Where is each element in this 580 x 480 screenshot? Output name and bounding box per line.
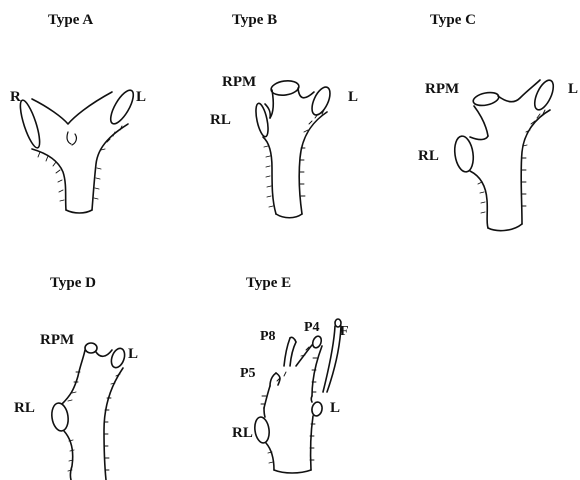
type-a-vein-shape (17, 87, 138, 213)
type-c-label-rl: RL (418, 148, 439, 164)
panel-type-e: Type E P8 P4 F P5 RL L (232, 275, 349, 473)
type-c-label-rpm: RPM (425, 81, 459, 97)
type-d-title: Type D (50, 275, 96, 291)
type-b-vein-shape (254, 79, 334, 218)
type-b-label-rl: RL (210, 112, 231, 128)
type-a-label-l: L (136, 89, 146, 105)
type-a-label-r: R (10, 89, 21, 105)
type-e-label-p4: P4 (304, 320, 320, 335)
panel-type-c: Type C RPM RL L (418, 12, 578, 231)
panel-type-d: Type D RPM RL L (14, 275, 138, 480)
type-b-title: Type B (232, 12, 277, 28)
type-d-label-rpm: RPM (40, 332, 74, 348)
type-e-label-p8: P8 (260, 329, 276, 344)
type-d-label-l: L (128, 346, 138, 362)
type-e-label-rl: RL (232, 425, 253, 441)
type-d-vein-shape (50, 343, 127, 480)
type-c-title: Type C (430, 12, 476, 28)
type-b-label-l: L (348, 89, 358, 105)
type-c-vein-shape (453, 78, 558, 231)
type-e-title: Type E (246, 275, 291, 291)
type-c-label-l: L (568, 81, 578, 97)
type-b-label-rpm: RPM (222, 74, 256, 90)
type-d-label-rl: RL (14, 400, 35, 416)
panel-type-b: Type B RPM RL L (210, 12, 358, 218)
type-e-label-l: L (330, 400, 340, 416)
type-e-label-p5: P5 (240, 366, 256, 381)
type-a-title: Type A (48, 12, 93, 28)
panel-type-a: Type A R L (10, 12, 146, 213)
